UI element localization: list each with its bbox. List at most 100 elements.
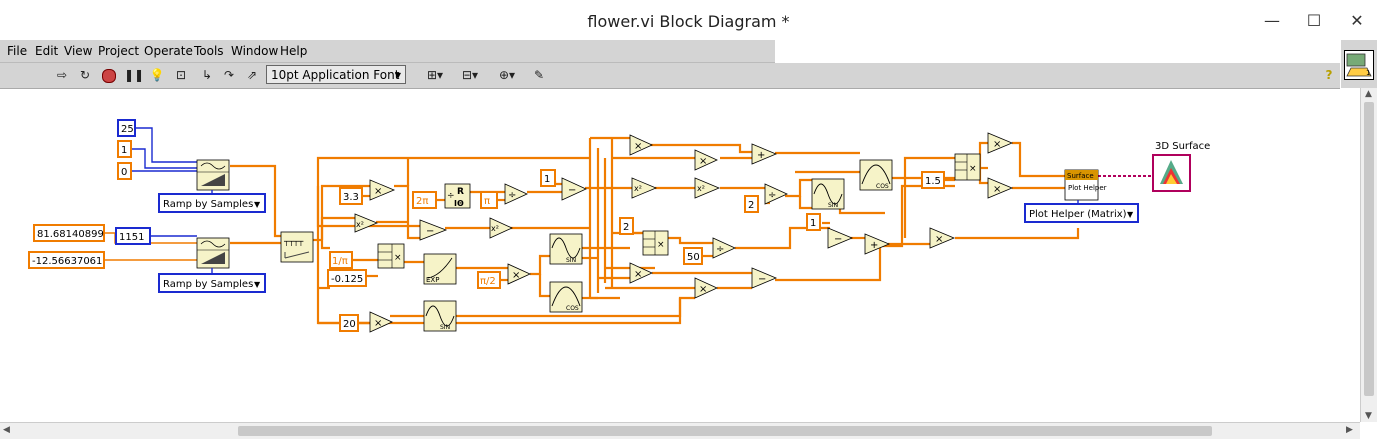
font-selector[interactable]: 10pt Application Font ▼ <box>266 65 406 84</box>
svg-text:Ramp by Samples: Ramp by Samples <box>163 199 253 210</box>
square-node-2[interactable]: x² <box>489 217 513 239</box>
distribute-objects-icon[interactable]: ⊟▾ <box>461 68 479 82</box>
reorder-icon[interactable]: ⊕▾ <box>498 68 516 82</box>
constant-1-c[interactable]: 1 <box>806 213 821 231</box>
polar-to-re-im[interactable]: ÷RIΘ <box>444 183 471 209</box>
constant-1151[interactable]: 1151 <box>115 227 151 245</box>
subtract-node-3[interactable]: − <box>751 267 778 289</box>
retain-wire-values-icon[interactable]: ⊡ <box>175 68 187 82</box>
constant-0[interactable]: 0 <box>117 162 132 180</box>
constant-1-b[interactable]: 1 <box>540 169 556 187</box>
cleanup-diagram-icon[interactable]: ✎ <box>533 68 545 82</box>
sin-vi-2[interactable]: SIN <box>423 300 457 332</box>
square-node-3[interactable]: x² <box>631 177 658 199</box>
constant-1[interactable]: 1 <box>117 140 132 158</box>
chevron-down-icon: ▼ <box>394 71 401 80</box>
vertical-scroll-thumb[interactable] <box>1364 102 1374 396</box>
subtract-node-1[interactable]: − <box>419 219 448 241</box>
plot-helper-ring[interactable]: Plot Helper (Matrix) ▼ <box>1024 203 1139 223</box>
menu-window[interactable]: Window <box>231 44 279 58</box>
multiply-node-4[interactable]: × <box>694 277 718 299</box>
3d-surface-terminal[interactable]: 3D Surface <box>1152 141 1210 192</box>
menu-project[interactable]: Project <box>98 44 140 58</box>
run-icon[interactable]: ⇨ <box>56 68 68 82</box>
menu-view[interactable]: View <box>64 44 93 58</box>
subtract-node-4[interactable]: − <box>827 227 854 249</box>
pause-icon[interactable]: ❚❚ <box>124 68 145 82</box>
cos-vi-2[interactable]: COS <box>859 159 893 191</box>
exp-vi[interactable]: EXP <box>423 253 457 285</box>
constant-81-68[interactable]: 81.68140899 <box>33 224 105 242</box>
square-node-4[interactable]: x² <box>694 177 721 199</box>
wires <box>104 127 1153 325</box>
add-node-1[interactable]: + <box>751 143 778 165</box>
ramp-vi-2[interactable] <box>196 237 230 269</box>
menu-tools[interactable]: Tools <box>194 44 224 58</box>
constant-neg-0-125[interactable]: -0.125 <box>327 269 367 287</box>
maximize-button[interactable]: ☐ <box>1306 11 1322 30</box>
constant-50[interactable]: 50 <box>683 247 703 265</box>
vertical-scrollbar[interactable]: ▲ ▼ <box>1360 88 1377 422</box>
compound-multiply-2[interactable]: × <box>642 230 669 256</box>
plot-helper-vi[interactable]: Surface Plot Helper <box>1064 169 1107 201</box>
compound-multiply-3[interactable]: × <box>954 153 981 181</box>
divide-node-3[interactable]: ÷ <box>712 237 736 259</box>
divide-node-2[interactable]: ÷ <box>764 183 788 205</box>
constant-2-a[interactable]: 2 <box>619 217 634 235</box>
vi-icon[interactable]: 1 <box>1344 50 1374 80</box>
scroll-left-icon[interactable]: ◀ <box>3 425 10 435</box>
menu-edit[interactable]: Edit <box>35 44 59 58</box>
compound-multiply-1[interactable]: × <box>377 243 405 269</box>
step-over-icon[interactable]: ↷ <box>223 68 235 82</box>
svg-text:3.3: 3.3 <box>343 192 359 203</box>
highlight-execution-icon[interactable]: 💡 <box>149 68 165 82</box>
step-into-icon[interactable]: ↳ <box>201 68 213 82</box>
run-continuously-icon[interactable]: ↻ <box>79 68 91 82</box>
ramp-ring-2[interactable]: Ramp by Samples ▼ <box>158 273 266 293</box>
abort-icon[interactable] <box>100 67 118 83</box>
constant-pi-over-2[interactable]: π/2 <box>477 271 501 289</box>
ramp-ring-1[interactable]: Ramp by Samples ▼ <box>158 193 266 213</box>
constant-3-3[interactable]: 3.3 <box>339 187 363 205</box>
svg-text:IΘ: IΘ <box>454 199 464 208</box>
ramp-vi-1[interactable] <box>196 159 230 191</box>
scroll-down-icon[interactable]: ▼ <box>1365 411 1372 421</box>
multiply-node-top[interactable]: × <box>629 134 653 156</box>
add-node-2[interactable]: + <box>864 233 891 255</box>
multiply-node-5[interactable]: × <box>929 227 956 249</box>
context-help-icon[interactable]: ? <box>1325 68 1333 82</box>
scroll-up-icon[interactable]: ▲ <box>1365 89 1372 99</box>
multiply-node-pi2[interactable]: × <box>507 263 531 285</box>
horizontal-scrollbar[interactable]: ◀ ▶ <box>0 422 1360 439</box>
multiply-node-3[interactable]: × <box>629 262 653 284</box>
scroll-right-icon[interactable]: ▶ <box>1346 425 1353 435</box>
align-objects-icon[interactable]: ⊞▾ <box>426 68 444 82</box>
constant-25[interactable]: 25 <box>117 119 136 137</box>
meshgrid-vi[interactable]: ┬┬┬┬ <box>280 231 314 263</box>
svg-text:×: × <box>512 270 520 281</box>
multiply-node-3-3[interactable]: × <box>369 179 396 201</box>
minimize-button[interactable]: — <box>1264 11 1280 30</box>
constant-pi[interactable]: π <box>480 191 498 209</box>
menu-file[interactable]: File <box>7 44 28 58</box>
multiply-node-20[interactable]: × <box>369 311 393 333</box>
constant-20[interactable]: 20 <box>339 314 359 332</box>
constant-neg-12-56[interactable]: -12.56637061 <box>28 251 105 269</box>
multiply-node-6[interactable]: × <box>987 132 1014 154</box>
constant-1-over-pi[interactable]: 1/π <box>329 251 353 269</box>
divide-node-1[interactable]: ÷ <box>504 183 528 205</box>
subtract-node-2[interactable]: − <box>561 177 587 201</box>
constant-2-b[interactable]: 2 <box>744 195 759 213</box>
sin-vi-1[interactable]: SIN <box>549 233 583 265</box>
constant-1-5[interactable]: 1.5 <box>921 171 945 189</box>
multiply-node-2[interactable]: × <box>694 149 718 171</box>
square-node-1[interactable]: x² <box>354 213 379 233</box>
multiply-node-7[interactable]: × <box>987 177 1014 199</box>
close-button[interactable]: ✕ <box>1350 11 1364 30</box>
horizontal-scroll-thumb[interactable] <box>238 426 1212 436</box>
sin-vi-3[interactable]: SIN <box>811 178 845 210</box>
constant-2pi[interactable]: 2π <box>412 191 437 209</box>
cos-vi-1[interactable]: COS <box>549 281 583 313</box>
menu-help[interactable]: Help <box>280 44 308 58</box>
menu-operate[interactable]: Operate <box>144 44 193 58</box>
